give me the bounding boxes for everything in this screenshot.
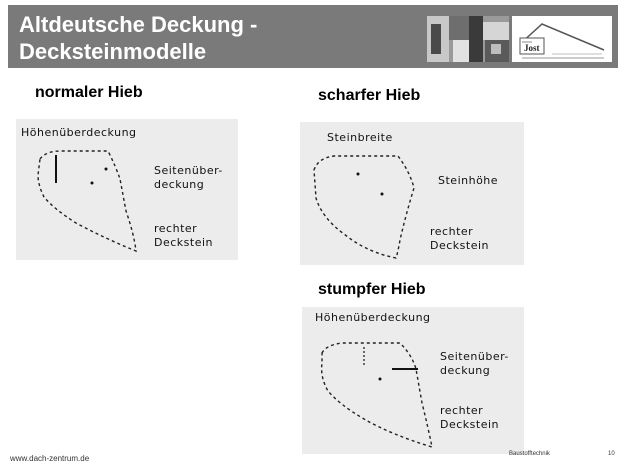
heading-normal: normaler Hieb [35, 84, 143, 101]
slide-title: Altdeutsche Deckung - Decksteinmodelle [19, 11, 257, 65]
caption-blunt-side: Seitenüber- deckung [440, 350, 509, 377]
footer-topic: Baustofftechnik [509, 451, 550, 457]
stone-outline-blunt [320, 342, 433, 449]
company-logo: Jost [512, 16, 612, 62]
header-photo-collage [427, 16, 509, 62]
stone-outline-normal [37, 150, 137, 253]
sketch-blunt: Höhenüberdeckung Seitenüber- deckung rec… [302, 307, 524, 454]
caption-sharp-stone: rechter Deckstein [430, 225, 489, 252]
heading-blunt: stumpfer Hieb [318, 281, 426, 298]
logo-text: Jost [524, 43, 540, 53]
caption-sharp-top: Steinbreite [327, 131, 393, 144]
title-line-1: Altdeutsche Deckung - [19, 12, 258, 37]
caption-normal-top: Höhenüberdeckung [21, 126, 137, 139]
footer-url: www.dach-zentrum.de [10, 454, 90, 463]
caption-sharp-side: Steinhöhe [438, 174, 499, 187]
caption-blunt-top: Höhenüberdeckung [315, 311, 431, 324]
footer-page-number: 10 [608, 451, 615, 457]
sketch-normal: Höhenüberdeckung Seitenüber- deckung rec… [16, 119, 238, 260]
caption-normal-side: Seitenüber- deckung [154, 164, 223, 191]
logo-roof-graphic [519, 23, 605, 59]
sketch-sharp: Steinbreite Steinhöhe rechter Deckstein [300, 122, 524, 265]
title-line-2: Decksteinmodelle [19, 39, 207, 64]
stone-outline-sharp [313, 155, 415, 259]
caption-blunt-stone: rechter Deckstein [440, 404, 499, 431]
heading-sharp: scharfer Hieb [318, 87, 421, 104]
caption-normal-stone: rechter Deckstein [154, 222, 213, 249]
